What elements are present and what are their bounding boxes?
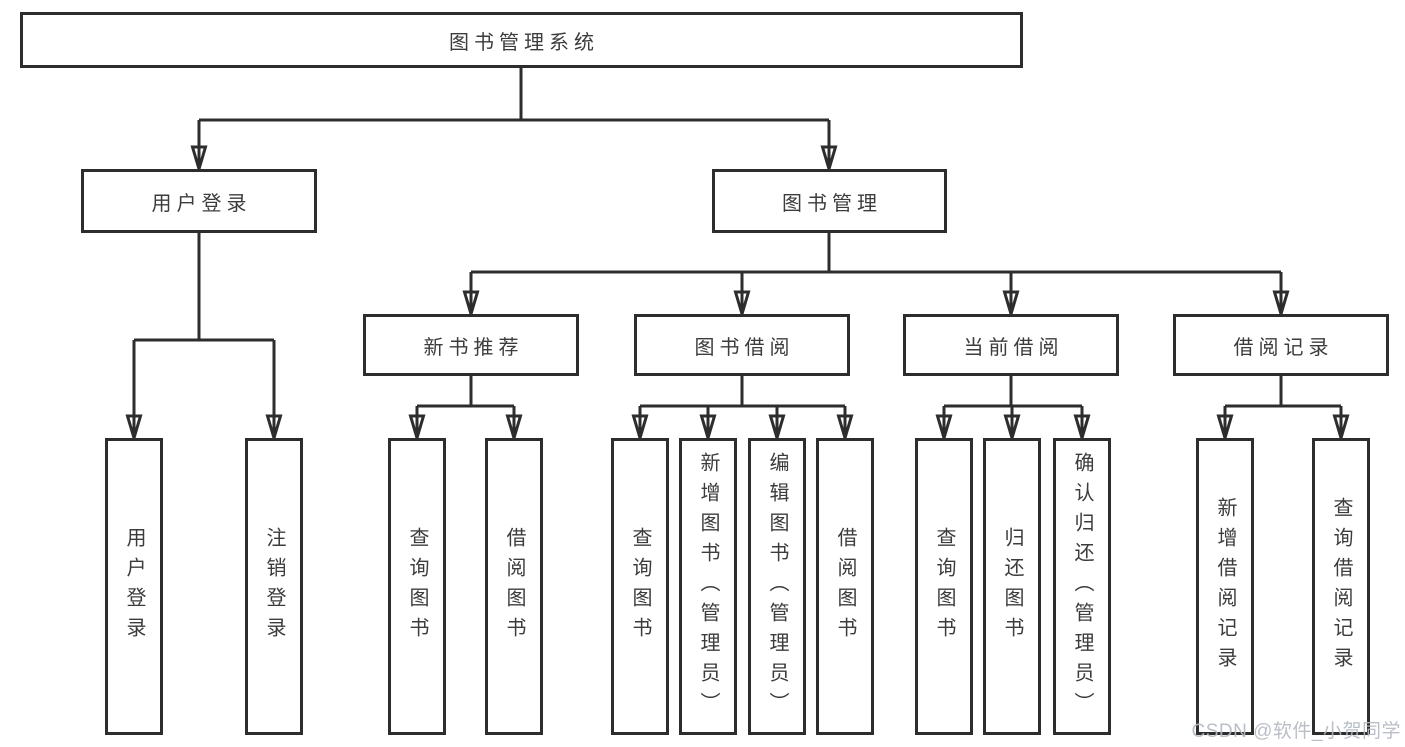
leaf-return-book-label: 归还图书 <box>1001 526 1023 647</box>
leaf-borrow-books-2-label: 借阅图书 <box>834 526 856 647</box>
leaf-borrow-books-2: 借阅图书 <box>816 438 874 735</box>
connector-borrowrecords-trunk <box>1225 376 1341 408</box>
connector-newbook-trunk <box>417 376 514 408</box>
node-user-login-label: 用户登录 <box>151 192 252 215</box>
leaf-add-book-admin: 新增图书（管理员） <box>679 438 737 735</box>
leaf-borrow-books-1: 借阅图书 <box>485 438 543 735</box>
leaf-query-books-1: 查询图书 <box>388 438 446 735</box>
connector-root-trunk <box>199 68 829 122</box>
node-book-management-label: 图书管理 <box>782 192 882 215</box>
node-book-borrow-label: 图书借阅 <box>694 336 795 359</box>
leaf-query-books-3: 查询图书 <box>915 438 973 735</box>
connector-currentborrow-trunk <box>944 376 1082 408</box>
connector-bookmgmt-trunk <box>471 233 1281 274</box>
leaf-user-login: 用户登录 <box>105 438 163 735</box>
leaf-add-book-admin-label: 新增图书（管理员） <box>697 451 719 722</box>
leaf-query-borrow-record-label: 查询借阅记录 <box>1330 496 1352 677</box>
node-current-borrow-label: 当前借阅 <box>963 336 1064 359</box>
leaf-user-login-label: 用户登录 <box>123 526 145 647</box>
node-book-borrow: 图书借阅 <box>634 314 850 376</box>
watermark: CSDN @软件_小贺同学 <box>1191 721 1401 742</box>
connector-bookborrow-trunk <box>640 376 845 408</box>
leaf-logout-label: 注销登录 <box>263 526 285 647</box>
leaf-return-book: 归还图书 <box>983 438 1041 735</box>
node-user-login: 用户登录 <box>81 169 317 233</box>
node-book-management: 图书管理 <box>712 169 947 233</box>
leaf-add-borrow-record-label: 新增借阅记录 <box>1214 496 1236 677</box>
leaf-query-books-2-label: 查询图书 <box>629 526 651 647</box>
node-new-book-recommend: 新书推荐 <box>363 314 579 376</box>
leaf-logout: 注销登录 <box>245 438 303 735</box>
node-borrow-records-label: 借阅记录 <box>1233 336 1334 359</box>
node-root: 图书管理系统 <box>20 12 1023 68</box>
node-root-label: 图书管理系统 <box>449 31 599 54</box>
leaf-add-borrow-record: 新增借阅记录 <box>1196 438 1254 735</box>
leaf-edit-book-admin: 编辑图书（管理员） <box>748 438 806 735</box>
node-current-borrow: 当前借阅 <box>903 314 1119 376</box>
connector-userlogin-trunk <box>134 233 274 342</box>
leaf-query-books-3-label: 查询图书 <box>933 526 955 647</box>
node-borrow-records: 借阅记录 <box>1173 314 1389 376</box>
leaf-confirm-return-admin-label: 确认归还（管理员） <box>1071 451 1093 722</box>
leaf-edit-book-admin-label: 编辑图书（管理员） <box>766 451 788 722</box>
node-new-book-recommend-label: 新书推荐 <box>423 336 524 359</box>
leaf-borrow-books-1-label: 借阅图书 <box>503 526 525 647</box>
leaf-query-books-2: 查询图书 <box>611 438 669 735</box>
leaf-confirm-return-admin: 确认归还（管理员） <box>1053 438 1111 735</box>
leaf-query-books-1-label: 查询图书 <box>406 526 428 647</box>
leaf-query-borrow-record: 查询借阅记录 <box>1312 438 1370 735</box>
